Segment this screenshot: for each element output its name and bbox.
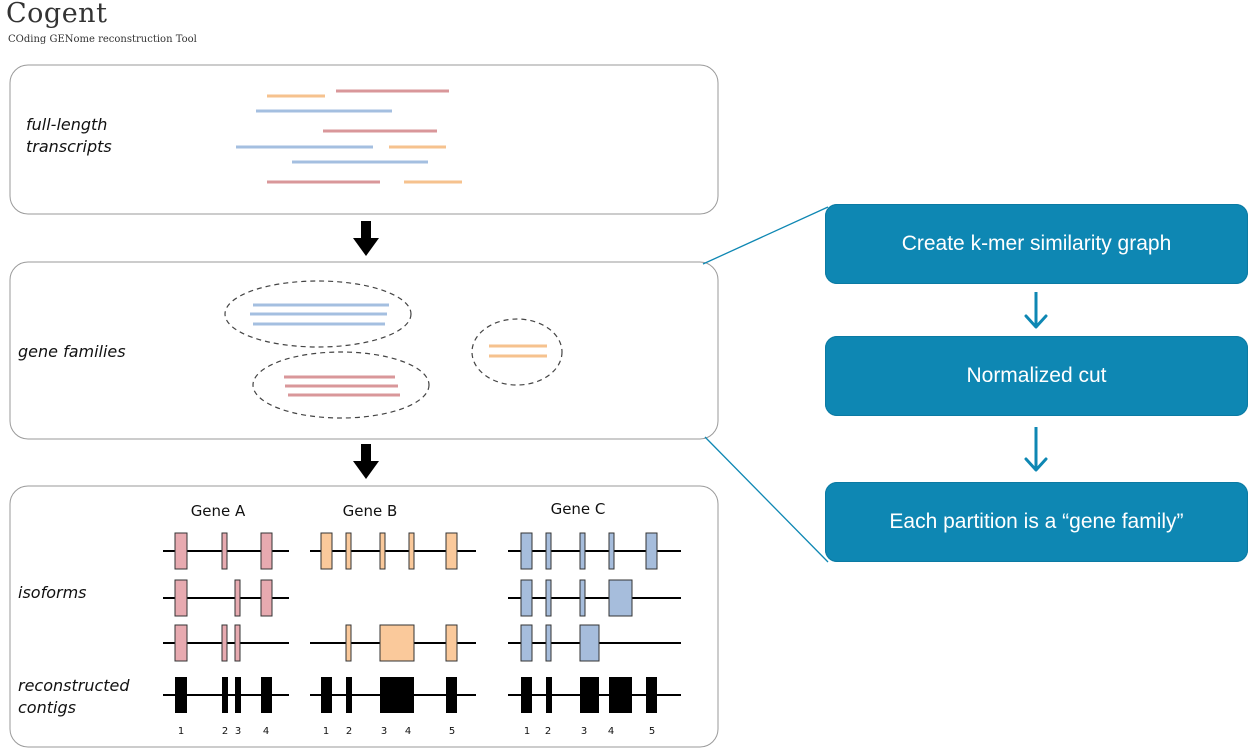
gene-c-isoform-2 bbox=[508, 579, 681, 617]
gene-c-isoform-3 bbox=[508, 624, 681, 662]
app-title: Cogent bbox=[6, 0, 108, 29]
exon-number: 2 bbox=[545, 726, 551, 737]
gene-c-contig bbox=[508, 677, 681, 713]
gene-b-label: Gene B bbox=[342, 502, 398, 520]
step-arrow-icon bbox=[1024, 427, 1048, 472]
gene-a-label: Gene A bbox=[190, 502, 246, 520]
step-arrow-icon bbox=[1024, 292, 1048, 329]
gene-a-contig bbox=[163, 677, 289, 713]
exon-number: 5 bbox=[449, 726, 455, 737]
exon-number: 1 bbox=[323, 726, 329, 737]
transcripts-label: full-length transcripts bbox=[26, 115, 112, 156]
gene-b-isoform-2 bbox=[310, 624, 476, 662]
gene-a-isoform-2 bbox=[163, 579, 289, 617]
exon-number: 2 bbox=[346, 726, 352, 737]
exon-number: 5 bbox=[649, 726, 655, 737]
family-red-cluster bbox=[252, 351, 430, 419]
contigs-label: reconstructed contigs bbox=[18, 676, 130, 717]
families-label: gene families bbox=[18, 342, 126, 361]
step-normalized-cut: Normalized cut bbox=[825, 336, 1248, 416]
exon-number: 4 bbox=[263, 726, 269, 737]
gene-c-isoform-1 bbox=[508, 532, 681, 570]
exon-number: 3 bbox=[235, 726, 241, 737]
exon-number: 3 bbox=[581, 726, 587, 737]
gene-b-exon-numbers: 1 2 3 4 5 bbox=[323, 726, 455, 737]
gene-a-isoform-3 bbox=[163, 624, 289, 662]
transcript-lines bbox=[236, 89, 462, 184]
exon-number: 1 bbox=[524, 726, 530, 737]
zoom-connector-line bbox=[704, 436, 829, 563]
exon-number: 1 bbox=[178, 726, 184, 737]
exon-number: 2 bbox=[222, 726, 228, 737]
down-arrow-icon bbox=[353, 221, 379, 256]
step-partition-gene-family: Each partition is a “gene family” bbox=[825, 482, 1248, 562]
gene-b-isoform-1 bbox=[310, 532, 476, 570]
isoforms-label: isoforms bbox=[18, 583, 87, 602]
family-blue-cluster bbox=[224, 280, 412, 348]
zoom-connector-line bbox=[702, 206, 829, 265]
family-orange-cluster bbox=[471, 318, 563, 386]
exon-number: 4 bbox=[405, 726, 411, 737]
gene-a-isoform-1 bbox=[163, 532, 289, 570]
gene-a-exon-numbers: 1 2 3 4 bbox=[178, 726, 269, 737]
transcripts-panel bbox=[9, 64, 719, 215]
exon-number: 3 bbox=[381, 726, 387, 737]
gene-c-exon-numbers: 1 2 3 4 5 bbox=[524, 726, 655, 737]
gene-b-contig bbox=[310, 677, 476, 713]
exon-number: 4 bbox=[608, 726, 614, 737]
gene-c-label: Gene C bbox=[550, 500, 606, 518]
families-panel bbox=[9, 261, 719, 440]
app-subtitle: COding GENome reconstruction Tool bbox=[8, 34, 197, 45]
step-create-graph: Create k-mer similarity graph bbox=[825, 204, 1248, 284]
down-arrow-icon bbox=[353, 444, 379, 479]
